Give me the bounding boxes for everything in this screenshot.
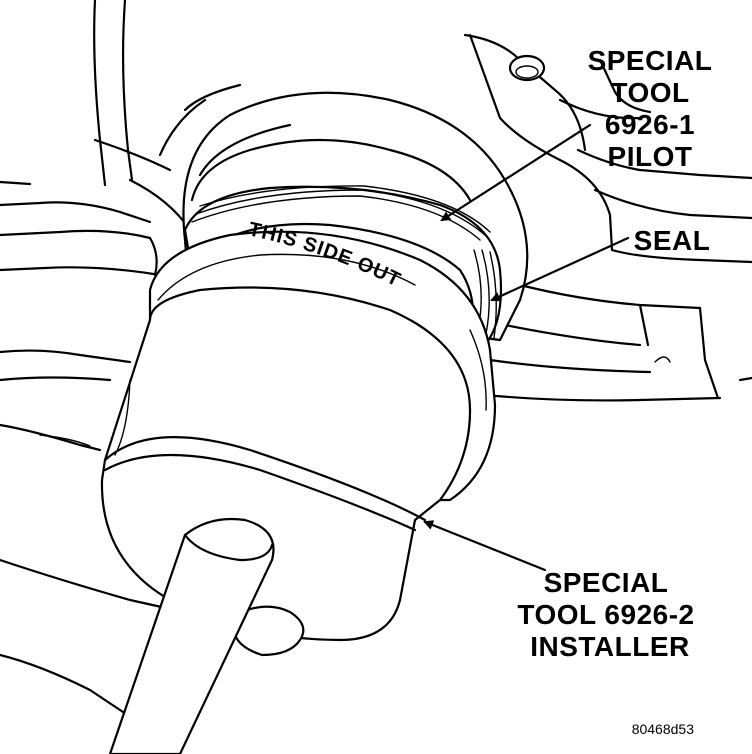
seal	[183, 185, 503, 347]
figure-id: 80468d53	[632, 721, 695, 737]
pilot-label-line-2: TOOL	[610, 77, 689, 108]
installer-arrow	[423, 520, 547, 572]
seal-label: SEAL	[634, 225, 711, 256]
installer-label-line-1: SPECIAL	[544, 567, 669, 598]
installer-label-line-2: TOOL 6926-2	[517, 599, 694, 630]
callout-arrows	[423, 123, 630, 572]
installer-body	[100, 286, 472, 642]
pilot-arrow	[440, 123, 592, 222]
installer-callout: SPECIAL TOOL 6926-2 INSTALLER	[517, 567, 694, 662]
seal-arrow	[490, 236, 630, 302]
installer-handle	[108, 517, 305, 754]
installer-label-line-3: INSTALLER	[530, 631, 690, 662]
pilot-label-line-1: SPECIAL	[588, 45, 713, 76]
pilot-label-line-4: PILOT	[608, 141, 693, 172]
pilot-label-line-3: 6926-1	[605, 109, 695, 140]
pilot-callout: SPECIAL TOOL 6926-1 PILOT	[588, 45, 713, 172]
